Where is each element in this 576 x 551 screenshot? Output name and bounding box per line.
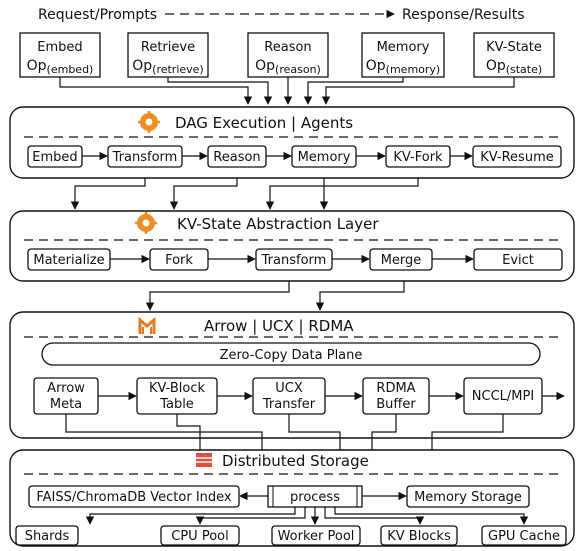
header-response-label: Response/Results	[402, 7, 525, 23]
process-box: process	[267, 485, 363, 508]
svg-text:Op(retrieve): Op(retrieve)	[132, 58, 203, 76]
vector-index-box: FAISS/ChromaDB Vector Index	[28, 485, 240, 508]
svg-text:Transform: Transform	[112, 150, 178, 165]
svg-text:Meta: Meta	[50, 397, 82, 412]
op-box-memory: Memory Op(memory)	[361, 32, 445, 78]
op-box-retrieve: Retrieve Op(retrieve)	[127, 32, 209, 78]
svg-text:Transform: Transform	[261, 253, 327, 268]
kv-to-arrow-connectors	[145, 281, 405, 311]
svg-text:Table: Table	[159, 397, 194, 412]
svg-text:Op(embed): Op(embed)	[27, 58, 94, 76]
pool-shards: Shards	[15, 525, 79, 546]
svg-text:KV-Resume: KV-Resume	[480, 150, 553, 165]
kv-node-materialize: Materialize	[27, 248, 111, 271]
dag-node-kv-resume: KV-Resume	[472, 145, 562, 168]
svg-text:Arrow: Arrow	[47, 381, 85, 396]
svg-text:Shards: Shards	[25, 529, 70, 544]
svg-text:Buffer: Buffer	[376, 397, 416, 412]
svg-text:Zero-Copy Data Plane: Zero-Copy Data Plane	[220, 348, 363, 363]
pool-cpu: CPU Pool	[160, 525, 240, 546]
svg-text:Memory Storage: Memory Storage	[414, 490, 522, 505]
svg-text:process: process	[290, 490, 340, 505]
svg-text:Embed: Embed	[32, 150, 77, 165]
kv-node-merge: Merge	[369, 248, 433, 271]
svg-text:Op(reason): Op(reason)	[255, 58, 321, 76]
svg-text:Materialize: Materialize	[33, 253, 104, 268]
svg-text:RDMA: RDMA	[376, 381, 415, 396]
storage-panel-title: Distributed Storage	[222, 452, 369, 470]
zero-copy-data-plane: Zero-Copy Data Plane	[41, 342, 541, 366]
op-connectors	[59, 77, 515, 105]
distributed-storage-panel: Distributed Storage FAISS/ChromaDB Vecto…	[9, 449, 575, 547]
op-name: Retrieve	[141, 40, 195, 55]
svg-text:KV-Block: KV-Block	[149, 381, 206, 396]
svg-text:KV Blocks: KV Blocks	[387, 529, 451, 544]
svg-text:GPU Cache: GPU Cache	[488, 529, 560, 544]
dag-node-reason: Reason	[207, 145, 267, 168]
svg-text:Transfer: Transfer	[262, 397, 316, 412]
kv-node-transform: Transform	[255, 248, 333, 271]
op-name: KV-State	[486, 40, 542, 55]
arrow-node-nccl-mpi: NCCL/MPI	[463, 377, 543, 415]
process-arrows	[85, 491, 529, 525]
agent-gear-icon	[138, 111, 160, 133]
svg-text:Worker Pool: Worker Pool	[278, 529, 355, 544]
kv-gear-icon	[135, 212, 157, 234]
dag-node-embed: Embed	[27, 145, 83, 168]
svg-text:Fork: Fork	[165, 253, 193, 268]
op-name: Embed	[37, 40, 82, 55]
svg-text:KV-Fork: KV-Fork	[393, 150, 443, 165]
svg-text:Op(memory): Op(memory)	[366, 58, 440, 76]
arrow-panel-title: Arrow | UCX | RDMA	[204, 317, 354, 335]
svg-text:Reason: Reason	[213, 150, 260, 165]
dag-panel-title: DAG Execution | Agents	[175, 114, 353, 132]
op-name: Memory	[377, 40, 430, 55]
kv-node-fork: Fork	[149, 248, 209, 271]
arrow-logo-icon	[138, 316, 156, 334]
op-name: Reason	[264, 40, 311, 55]
dag-node-memory: Memory	[291, 145, 357, 168]
memory-storage-box: Memory Storage	[406, 485, 530, 508]
svg-text:Merge: Merge	[381, 253, 422, 268]
op-box-kv-state: KV-State Op(state)	[473, 32, 555, 78]
dag-execution-panel: DAG Execution | Agents Embed Transform R…	[9, 106, 575, 179]
storage-icon	[196, 453, 212, 467]
pool-worker: Worker Pool	[271, 525, 361, 546]
svg-text:UCX: UCX	[275, 381, 303, 396]
pool-kv-blocks: KV Blocks	[380, 525, 458, 546]
header-request-label: Request/Prompts	[38, 7, 157, 23]
kv-panel-title: KV-State Abstraction Layer	[177, 215, 379, 233]
svg-text:CPU Pool: CPU Pool	[171, 529, 228, 544]
svg-text:Op(state): Op(state)	[486, 58, 542, 76]
arrow-to-storage-connectors	[65, 414, 504, 452]
dag-node-kv-fork: KV-Fork	[385, 145, 451, 168]
svg-text:Memory: Memory	[298, 150, 351, 165]
kv-state-panel: KV-State Abstraction Layer Materialize F…	[9, 210, 575, 282]
dag-node-transform: Transform	[107, 145, 183, 168]
svg-text:Evict: Evict	[502, 253, 534, 268]
kv-node-evict: Evict	[473, 248, 563, 271]
op-box-reason: Reason Op(reason)	[247, 32, 329, 78]
op-box-embed: Embed Op(embed)	[19, 32, 101, 78]
svg-text:NCCL/MPI: NCCL/MPI	[472, 389, 534, 404]
dag-to-kv-connectors	[70, 178, 419, 210]
svg-text:FAISS/ChromaDB Vector Index: FAISS/ChromaDB Vector Index	[36, 490, 232, 505]
pool-gpu-cache: GPU Cache	[481, 525, 567, 546]
arrow-ucx-rdma-panel: Arrow | UCX | RDMA Zero-Copy Data Plane …	[9, 311, 575, 439]
